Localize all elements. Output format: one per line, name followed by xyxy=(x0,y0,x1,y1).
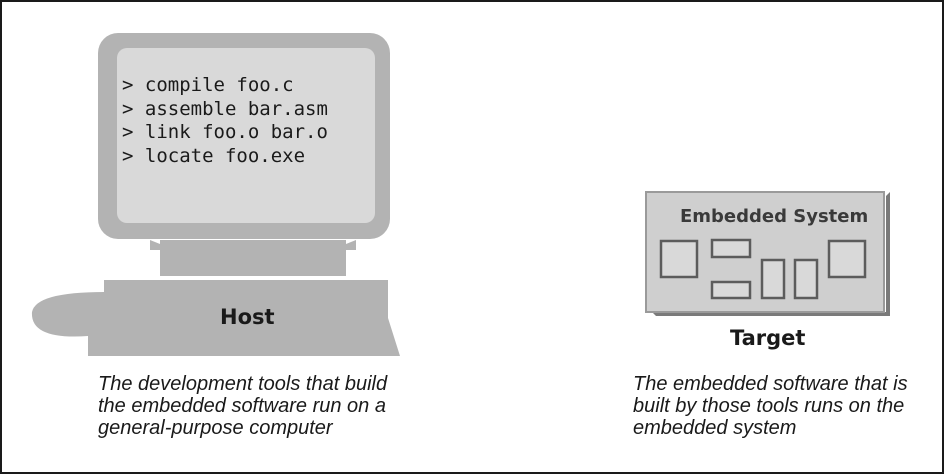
caption-line: built by those tools runs on the xyxy=(633,395,905,417)
caption-line: embedded system xyxy=(633,417,797,439)
caption-line: the embedded software run on a xyxy=(98,395,386,417)
chip-1 xyxy=(659,239,699,279)
terminal-line: > locate foo.exe xyxy=(122,144,306,167)
terminal-line: > assemble bar.asm xyxy=(122,97,328,120)
embedded-system-title: Embedded System xyxy=(680,206,869,227)
monitor-neck xyxy=(160,240,346,276)
terminal-output: > compile foo.c > assemble bar.asm > lin… xyxy=(122,74,362,168)
target-label: Target xyxy=(730,326,806,350)
chip-3 xyxy=(710,280,752,300)
terminal-line: > link foo.o bar.o xyxy=(122,121,328,143)
monitor-screen xyxy=(117,48,375,223)
target-caption: The embedded software that is built by t… xyxy=(633,373,908,439)
host-caption: The development tools that build the emb… xyxy=(98,373,387,439)
terminal-line: > compile foo.c xyxy=(122,74,294,96)
host-computer-icon xyxy=(31,33,400,356)
keyboard-base xyxy=(31,280,400,356)
caption-line: The embedded software that is xyxy=(633,373,908,395)
host-label: Host xyxy=(220,305,275,329)
chip-4 xyxy=(760,258,786,300)
caption-line: general-purpose computer xyxy=(98,417,333,439)
chip-6 xyxy=(827,239,867,279)
chip-5 xyxy=(793,258,819,300)
caption-line: The development tools that build xyxy=(98,373,388,395)
chip-2 xyxy=(710,238,752,259)
embedded-board-icon xyxy=(645,191,890,316)
